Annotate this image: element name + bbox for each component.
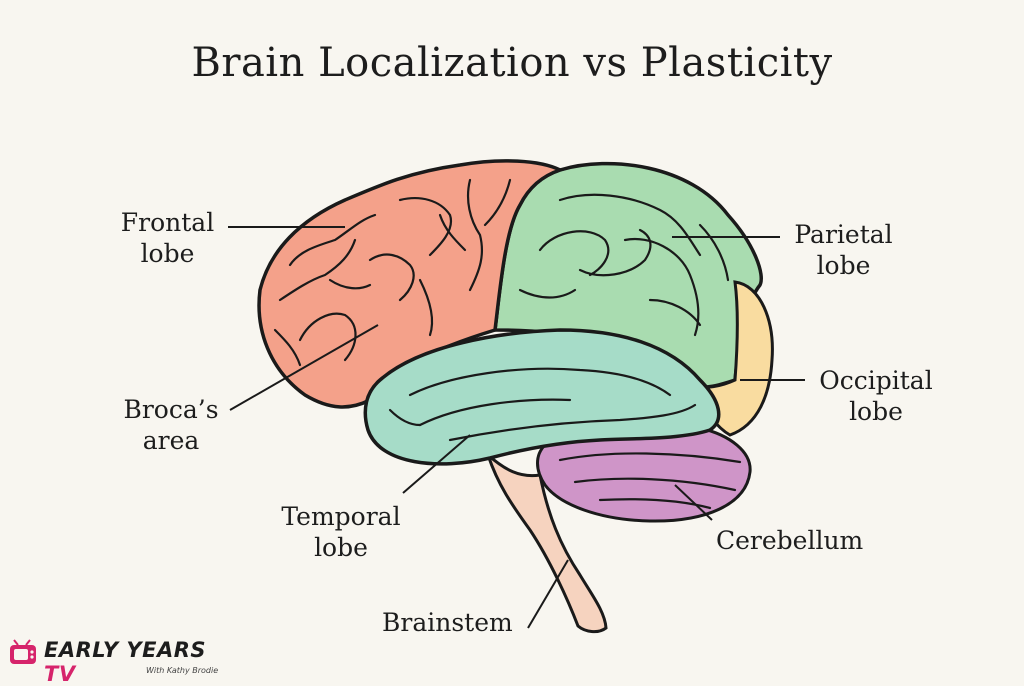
- parietal-gyri: [518, 193, 730, 337]
- brand-tagline: With Kathy Brodie: [146, 666, 219, 675]
- broca-leader: [229, 324, 379, 411]
- cerebellum-label: Cerebellum: [716, 526, 864, 555]
- brainstem-label: Brainstem: [382, 608, 513, 637]
- parietal-lobe-label: Parietal lobe: [794, 220, 893, 280]
- cerebellum-leader: [674, 484, 713, 521]
- brand-logo: EARLY YEARS TV With Kathy Brodie: [8, 634, 228, 686]
- leader-lines: [228, 226, 805, 629]
- temporal-leader: [402, 434, 471, 494]
- temporal-gyri: [388, 367, 697, 442]
- frontal-region: [257, 159, 565, 409]
- brand-name: EARLY YEARS TV: [44, 638, 206, 686]
- temporal-region: [363, 328, 721, 466]
- brocas-area-label: Broca’s area: [123, 395, 219, 455]
- page-title: Brain Localization vs Plasticity: [191, 40, 833, 86]
- frontal-gyri: [273, 178, 512, 367]
- temporal-lobe-label: Temporal lobe: [281, 502, 401, 562]
- frontal-lobe-label: Frontal lobe: [120, 208, 215, 268]
- occipital-lobe-label: Occipital lobe: [819, 366, 933, 426]
- cerebellum-folia: [558, 452, 742, 510]
- tv-icon: [10, 639, 36, 664]
- brainstem-leader: [527, 559, 569, 629]
